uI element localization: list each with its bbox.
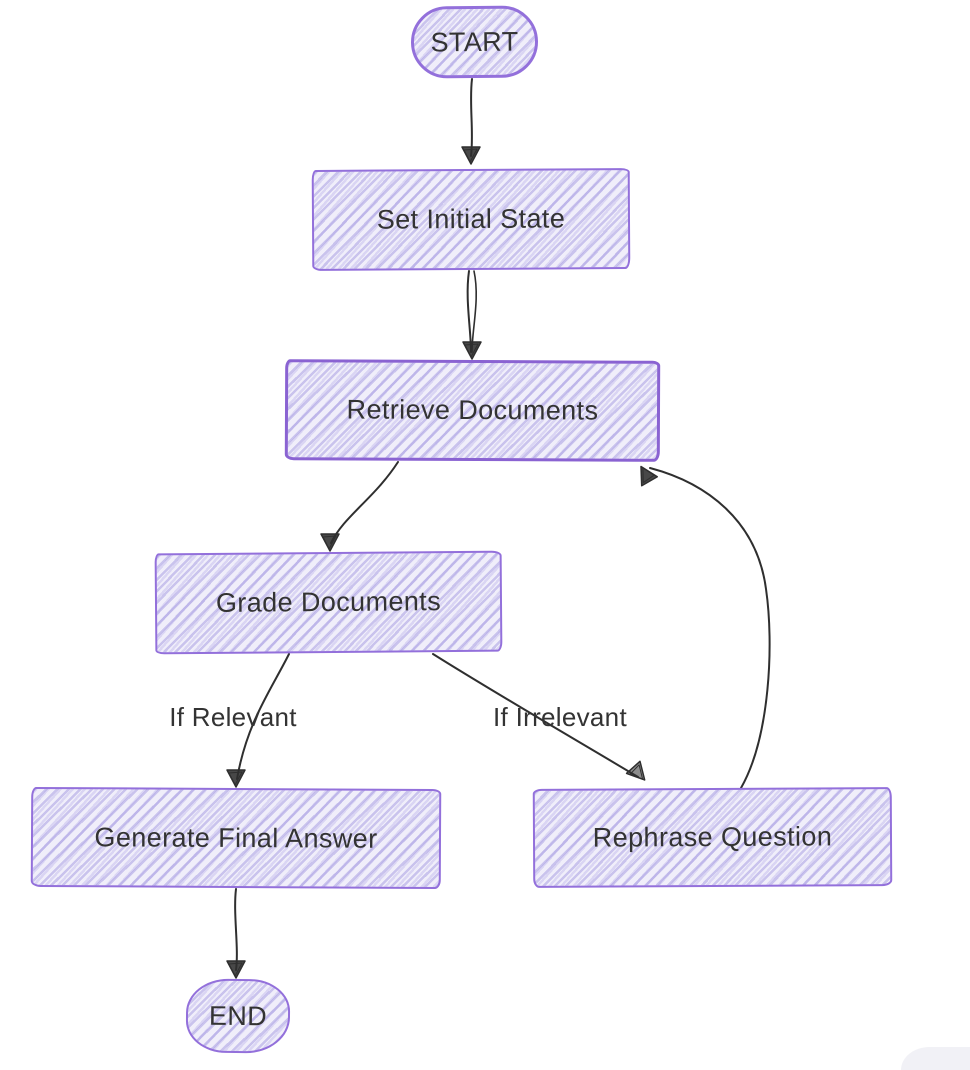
edge-generate-final-answer-to-end xyxy=(234,888,238,971)
arrowhead-into-end xyxy=(226,960,246,979)
node-retrieve-documents: Retrieve Documents xyxy=(284,359,661,462)
node-end-label: END xyxy=(208,1000,268,1031)
edge-label-if-irrelevant: If Irrelevant xyxy=(493,702,627,732)
edge-start-to-set-initial-state xyxy=(470,78,473,157)
node-start: START xyxy=(410,5,539,79)
edge-set-initial-state-to-retrieve-documents xyxy=(466,270,472,353)
node-start-label: START xyxy=(430,26,519,57)
node-end: END xyxy=(185,978,291,1054)
node-set-initial-state: Set Initial State xyxy=(311,168,631,271)
edge-grade-documents-to-rephrase-question xyxy=(432,653,639,778)
arrowhead-into-retrieve-documents-loop xyxy=(640,465,659,487)
arrowhead-into-rephrase-question xyxy=(625,760,646,781)
arrowhead-into-retrieve-documents xyxy=(462,341,482,360)
panel-corner xyxy=(901,1047,970,1070)
edge-set-initial-state-to-retrieve-documents-sketch xyxy=(471,270,478,353)
edge-retrieve-documents-to-grade-documents xyxy=(330,461,399,544)
node-retrieve-documents-label: Retrieve Documents xyxy=(346,394,599,426)
edge-label-if-relevant: If Relevant xyxy=(169,702,297,732)
arrowhead-into-generate-final-answer xyxy=(226,769,246,788)
node-rephrase-question-label: Rephrase Question xyxy=(592,821,833,853)
node-rephrase-question: Rephrase Question xyxy=(532,787,893,888)
arrowhead-into-set-initial-state xyxy=(461,146,481,165)
arrowhead-into-grade-documents xyxy=(320,533,340,552)
node-grade-documents-label: Grade Documents xyxy=(215,586,442,618)
edge-rephrase-question-to-retrieve-documents xyxy=(649,467,771,789)
node-set-initial-state-label: Set Initial State xyxy=(376,203,566,235)
node-generate-final-answer-label: Generate Final Answer xyxy=(94,821,378,854)
node-grade-documents: Grade Documents xyxy=(154,550,503,655)
edge-grade-documents-to-generate-final-answer xyxy=(236,653,290,780)
arrowheads xyxy=(226,146,659,979)
node-generate-final-answer: Generate Final Answer xyxy=(30,786,442,890)
